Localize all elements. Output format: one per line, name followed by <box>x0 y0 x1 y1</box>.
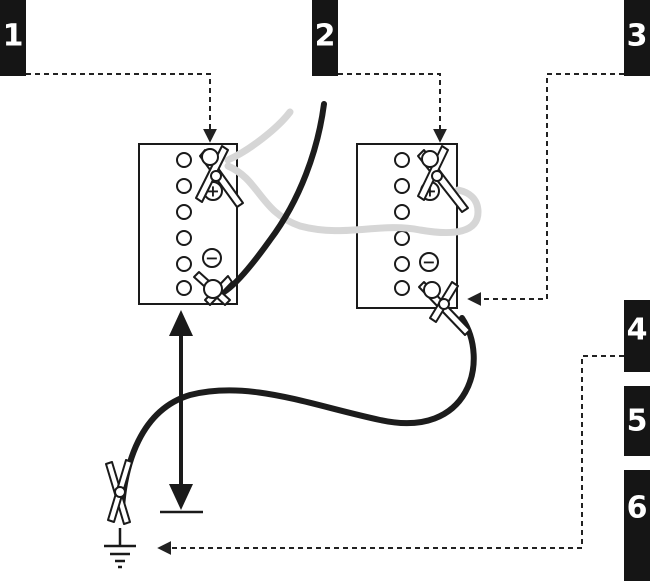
step-label-4: 4 <box>627 313 648 348</box>
distance-arrow <box>160 310 203 514</box>
step-label-5: 5 <box>627 404 648 439</box>
step-label-3: 3 <box>627 19 648 54</box>
step-label-2: 2 <box>315 19 336 54</box>
step-tab-3: 3 <box>624 0 650 76</box>
battery-2-negative-terminal: − <box>419 252 439 272</box>
step-label-6: 6 <box>627 491 648 526</box>
step-tab-1: 1 <box>0 0 26 76</box>
battery-2-negative-symbol: − <box>422 253 435 272</box>
ground-symbol <box>104 528 136 569</box>
leader-line-1 <box>26 73 217 143</box>
step-label-1: 1 <box>3 19 24 54</box>
positive-jumper-cable <box>224 108 482 236</box>
negative-cable-ground <box>119 315 477 511</box>
step-tab-6: 6 <box>624 470 650 581</box>
step-tab-2: 2 <box>312 0 338 76</box>
battery-1-cell-caps <box>176 152 192 296</box>
clamp-ground <box>105 459 133 525</box>
clamp-battery-1-positive <box>195 145 244 208</box>
battery-1-negative-terminal: − <box>202 248 222 268</box>
clamp-battery-1-negative <box>193 271 233 306</box>
clamp-battery-2-negative <box>418 281 471 336</box>
battery-1: + − <box>138 143 238 305</box>
leader-line-2 <box>338 73 447 143</box>
step-tab-5: 5 <box>624 386 650 456</box>
battery-2-cell-caps <box>394 152 410 296</box>
leader-line-4-6 <box>157 355 624 555</box>
negative-cable-upper <box>221 101 327 295</box>
step-tab-4: 4 <box>624 300 650 372</box>
leader-line-3 <box>467 73 624 306</box>
battery-1-negative-symbol: − <box>205 249 218 268</box>
clamp-battery-2-positive <box>417 145 469 213</box>
